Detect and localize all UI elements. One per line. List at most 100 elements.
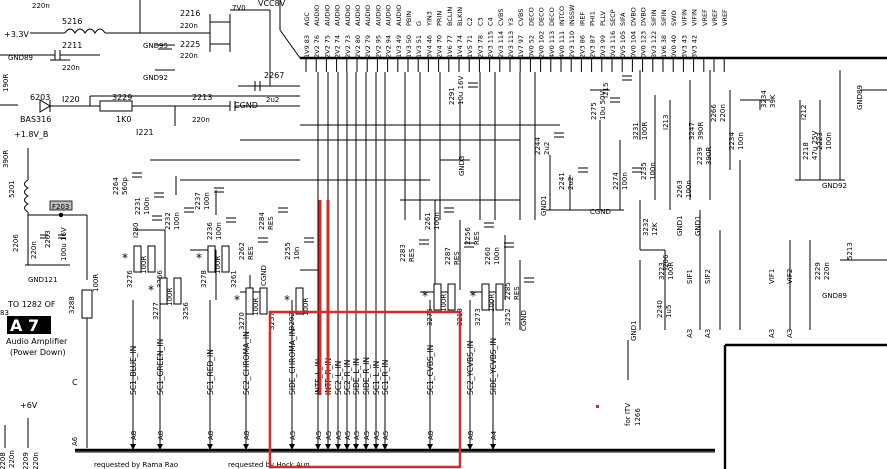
ic-pin-name: DECO (527, 7, 535, 26)
gnd95: GND95 (143, 42, 168, 50)
part-ref: 2241 (558, 172, 566, 190)
part-value: 100n (173, 212, 181, 230)
part-ref: 2231 (134, 197, 142, 215)
signal-connector: A5 (325, 431, 333, 440)
part-ref: 2275 (590, 102, 598, 120)
ic-pin-name: DVBO (640, 7, 648, 26)
part-value: 10n (293, 247, 301, 260)
signal-arrow (363, 444, 369, 450)
conn-a3-1: A3 (686, 329, 694, 338)
signal-label: SC2_R_IN (343, 360, 352, 395)
signal-connector: A8 (243, 431, 251, 440)
part-value: RES (267, 216, 275, 230)
resistor-body (433, 283, 442, 311)
signal-label: SC1_R_IN (381, 360, 390, 395)
signal-connector: A8 (207, 431, 215, 440)
ic-pin-name: AGC (303, 12, 311, 26)
part-ref: I212 (800, 105, 808, 120)
signal-label: SIDE_L_IN (352, 358, 361, 395)
part-3229-val: 1K0 (116, 115, 131, 124)
part-ref: 5213 (846, 242, 854, 260)
block-ref-to: TO 1282 OF (7, 300, 56, 309)
gnd121: GND121 (28, 276, 57, 284)
part-value: RES (247, 246, 255, 260)
ic-pin-name: VREF (711, 9, 719, 26)
ic-pin-number: 2V3 86 (578, 35, 586, 58)
signal-label: SC2_YCVBS_IN (466, 341, 475, 395)
part-value: 10u 16V (457, 76, 465, 105)
part-value: 390R (705, 147, 713, 165)
signal-arrow (373, 444, 379, 450)
part-value: 100n (433, 212, 441, 230)
signal-connector: A5 (373, 431, 381, 440)
ic-pin-name: C3 (476, 17, 484, 26)
highlight-box (268, 310, 462, 469)
resistor-ref-b: 3252 (504, 308, 512, 326)
ic-pin-name: AUDIO (364, 5, 372, 26)
signal-arrow (325, 444, 331, 450)
cgnd-mid: CGND (590, 208, 611, 216)
part-ref: 2229 (814, 262, 822, 280)
part-value: 10u 50V (599, 91, 607, 120)
part-ref: 2223 (816, 132, 824, 150)
resistor-value: 100R (440, 294, 448, 312)
ic-pin-number: 1V6 77 (446, 35, 454, 58)
signal-arrow (130, 444, 136, 450)
part-3288-val: 100R (92, 274, 100, 292)
part-2225-val: 220n (180, 52, 198, 60)
ic-pin-name: BCLIN (446, 7, 454, 26)
block-ref-83: 83 (0, 309, 9, 317)
signal-label: SC1_RED_IN (206, 349, 215, 395)
signal-label: SIDE_R_IN (362, 357, 371, 395)
ic-pin-name: PLLV (599, 11, 607, 26)
signal-label: SC1_GREEN_IN (156, 339, 165, 395)
resistor-body (221, 245, 230, 273)
part-value: 100n (215, 222, 223, 240)
part-value: RES (453, 251, 461, 265)
ic-pin-number: 2V2 79 (364, 35, 372, 58)
part-value: 390R (697, 122, 705, 140)
rail-1v8b: +1.8V_B (14, 130, 48, 139)
ic-pin-number: 3V3 43 (680, 35, 688, 58)
ic-pin-name: AUDIO (395, 5, 403, 26)
resistor-star: * (422, 289, 428, 303)
ic-pin-number: 3V3 122 (650, 31, 658, 58)
bottom-220n-1: 220n (8, 450, 16, 468)
part-ref: 3234 (760, 90, 768, 108)
part-value: 1u5 (665, 305, 673, 318)
ic-pin-number: 2V2 74 (334, 35, 342, 58)
ic-pin-number: 2V3 87 (589, 35, 597, 58)
signal-arrow (157, 444, 163, 450)
ic-pin-number: 2V2 94 (385, 35, 393, 58)
ic-pin-name: VIFIN (691, 9, 699, 26)
part-value: 39K (769, 94, 777, 108)
ic-pin-name: AUDIO (344, 5, 352, 26)
part-value: 2u2 (567, 177, 575, 190)
resistor-value: 100R (140, 256, 148, 274)
part-value: RES (513, 286, 521, 300)
part-2225: 2225 (180, 40, 200, 49)
gnd89-right-top: GND89 (856, 85, 864, 110)
top-left-part-labels: +3.3V VCC8V 7V0 5216 220n 2211 220n 2216… (2, 0, 286, 137)
signal-label: SC1_CVBS_IN (426, 345, 435, 395)
part-ref: 2262 (238, 242, 246, 260)
part-ref: 2263 (676, 180, 684, 198)
signal-label: SC1_BLUE_IN (129, 346, 138, 395)
ic-pin-number: 0V0 40 (670, 35, 678, 58)
resistor-star: * (470, 289, 476, 303)
resistor-ref: 3273 (474, 308, 482, 326)
ic-pin-number: 1V7 97 (517, 35, 525, 58)
part-ref: 3232 (642, 218, 650, 236)
rail-6v: +6V (20, 401, 38, 410)
ic-pin-name: AUDIO (374, 5, 382, 26)
gnd3: GND3 (458, 155, 466, 176)
block-a7-code: A 7 (10, 316, 39, 335)
signal-connector: A5 (289, 431, 297, 440)
signal-connector: A5 (382, 431, 390, 440)
gnd1-d: GND1 (540, 195, 548, 216)
resistor-value: 100R (166, 288, 174, 306)
signal-arrow (344, 444, 350, 450)
bottom-2209: 2209 (22, 452, 30, 469)
